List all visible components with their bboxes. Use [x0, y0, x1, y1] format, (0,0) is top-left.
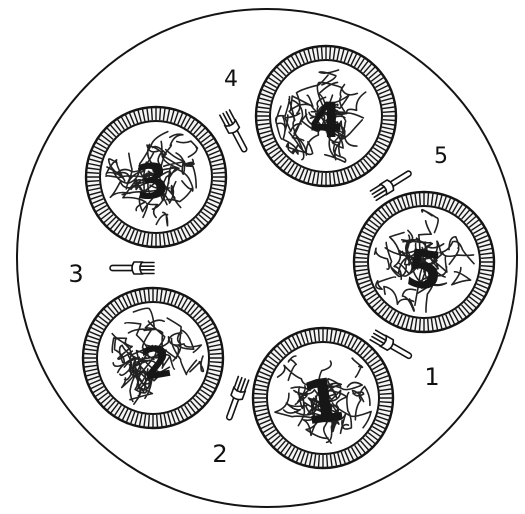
fork-label-5: 5 [434, 144, 448, 169]
fork-label-4: 4 [224, 67, 238, 92]
fork-label-3: 3 [68, 260, 83, 288]
fork-label-1: 1 [424, 363, 439, 391]
plate-label-4: 4 [309, 93, 342, 149]
fork-label-2: 2 [212, 440, 227, 468]
plate-label-3: 3 [133, 152, 172, 211]
